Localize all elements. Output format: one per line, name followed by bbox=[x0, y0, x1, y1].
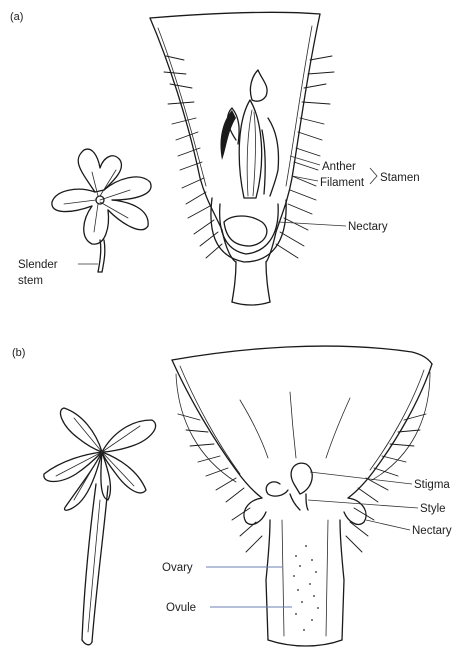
anther-label: Anther bbox=[322, 161, 356, 173]
small-flower-a bbox=[52, 149, 151, 272]
nectary-b-leader bbox=[366, 520, 410, 530]
panel-b: (b) bbox=[12, 346, 452, 646]
labels-a: Anther Filament Stamen Nectary Slender s… bbox=[18, 156, 420, 287]
slender-stem-label-line1: Slender bbox=[18, 259, 58, 271]
stigma-label: Stigma bbox=[414, 479, 450, 491]
small-flower-b bbox=[44, 408, 156, 645]
nectary-a-leader bbox=[278, 222, 346, 226]
style-label: Style bbox=[420, 503, 446, 515]
panel-a-tag: (a) bbox=[10, 11, 23, 23]
filament-label: Filament bbox=[320, 177, 365, 189]
flower-cross-section-a bbox=[150, 12, 334, 305]
labels-b: Stigma Style Nectary Ovary Ovule bbox=[162, 472, 452, 614]
ovule-label: Ovule bbox=[166, 602, 196, 614]
stamen-brace bbox=[370, 168, 377, 184]
slender-stem-label-line2: stem bbox=[18, 275, 43, 287]
stigma-leader bbox=[310, 472, 412, 484]
ovule-dots bbox=[293, 545, 319, 631]
panel-a: (a) bbox=[10, 11, 420, 305]
flower-cross-section-b bbox=[172, 346, 432, 646]
filament-leader bbox=[292, 176, 318, 181]
nectary-a-label: Nectary bbox=[348, 221, 388, 233]
panel-b-tag: (b) bbox=[12, 347, 25, 359]
ovary-label: Ovary bbox=[162, 562, 193, 574]
nectary-b-label: Nectary bbox=[412, 525, 452, 537]
stamen-label: Stamen bbox=[380, 172, 420, 184]
